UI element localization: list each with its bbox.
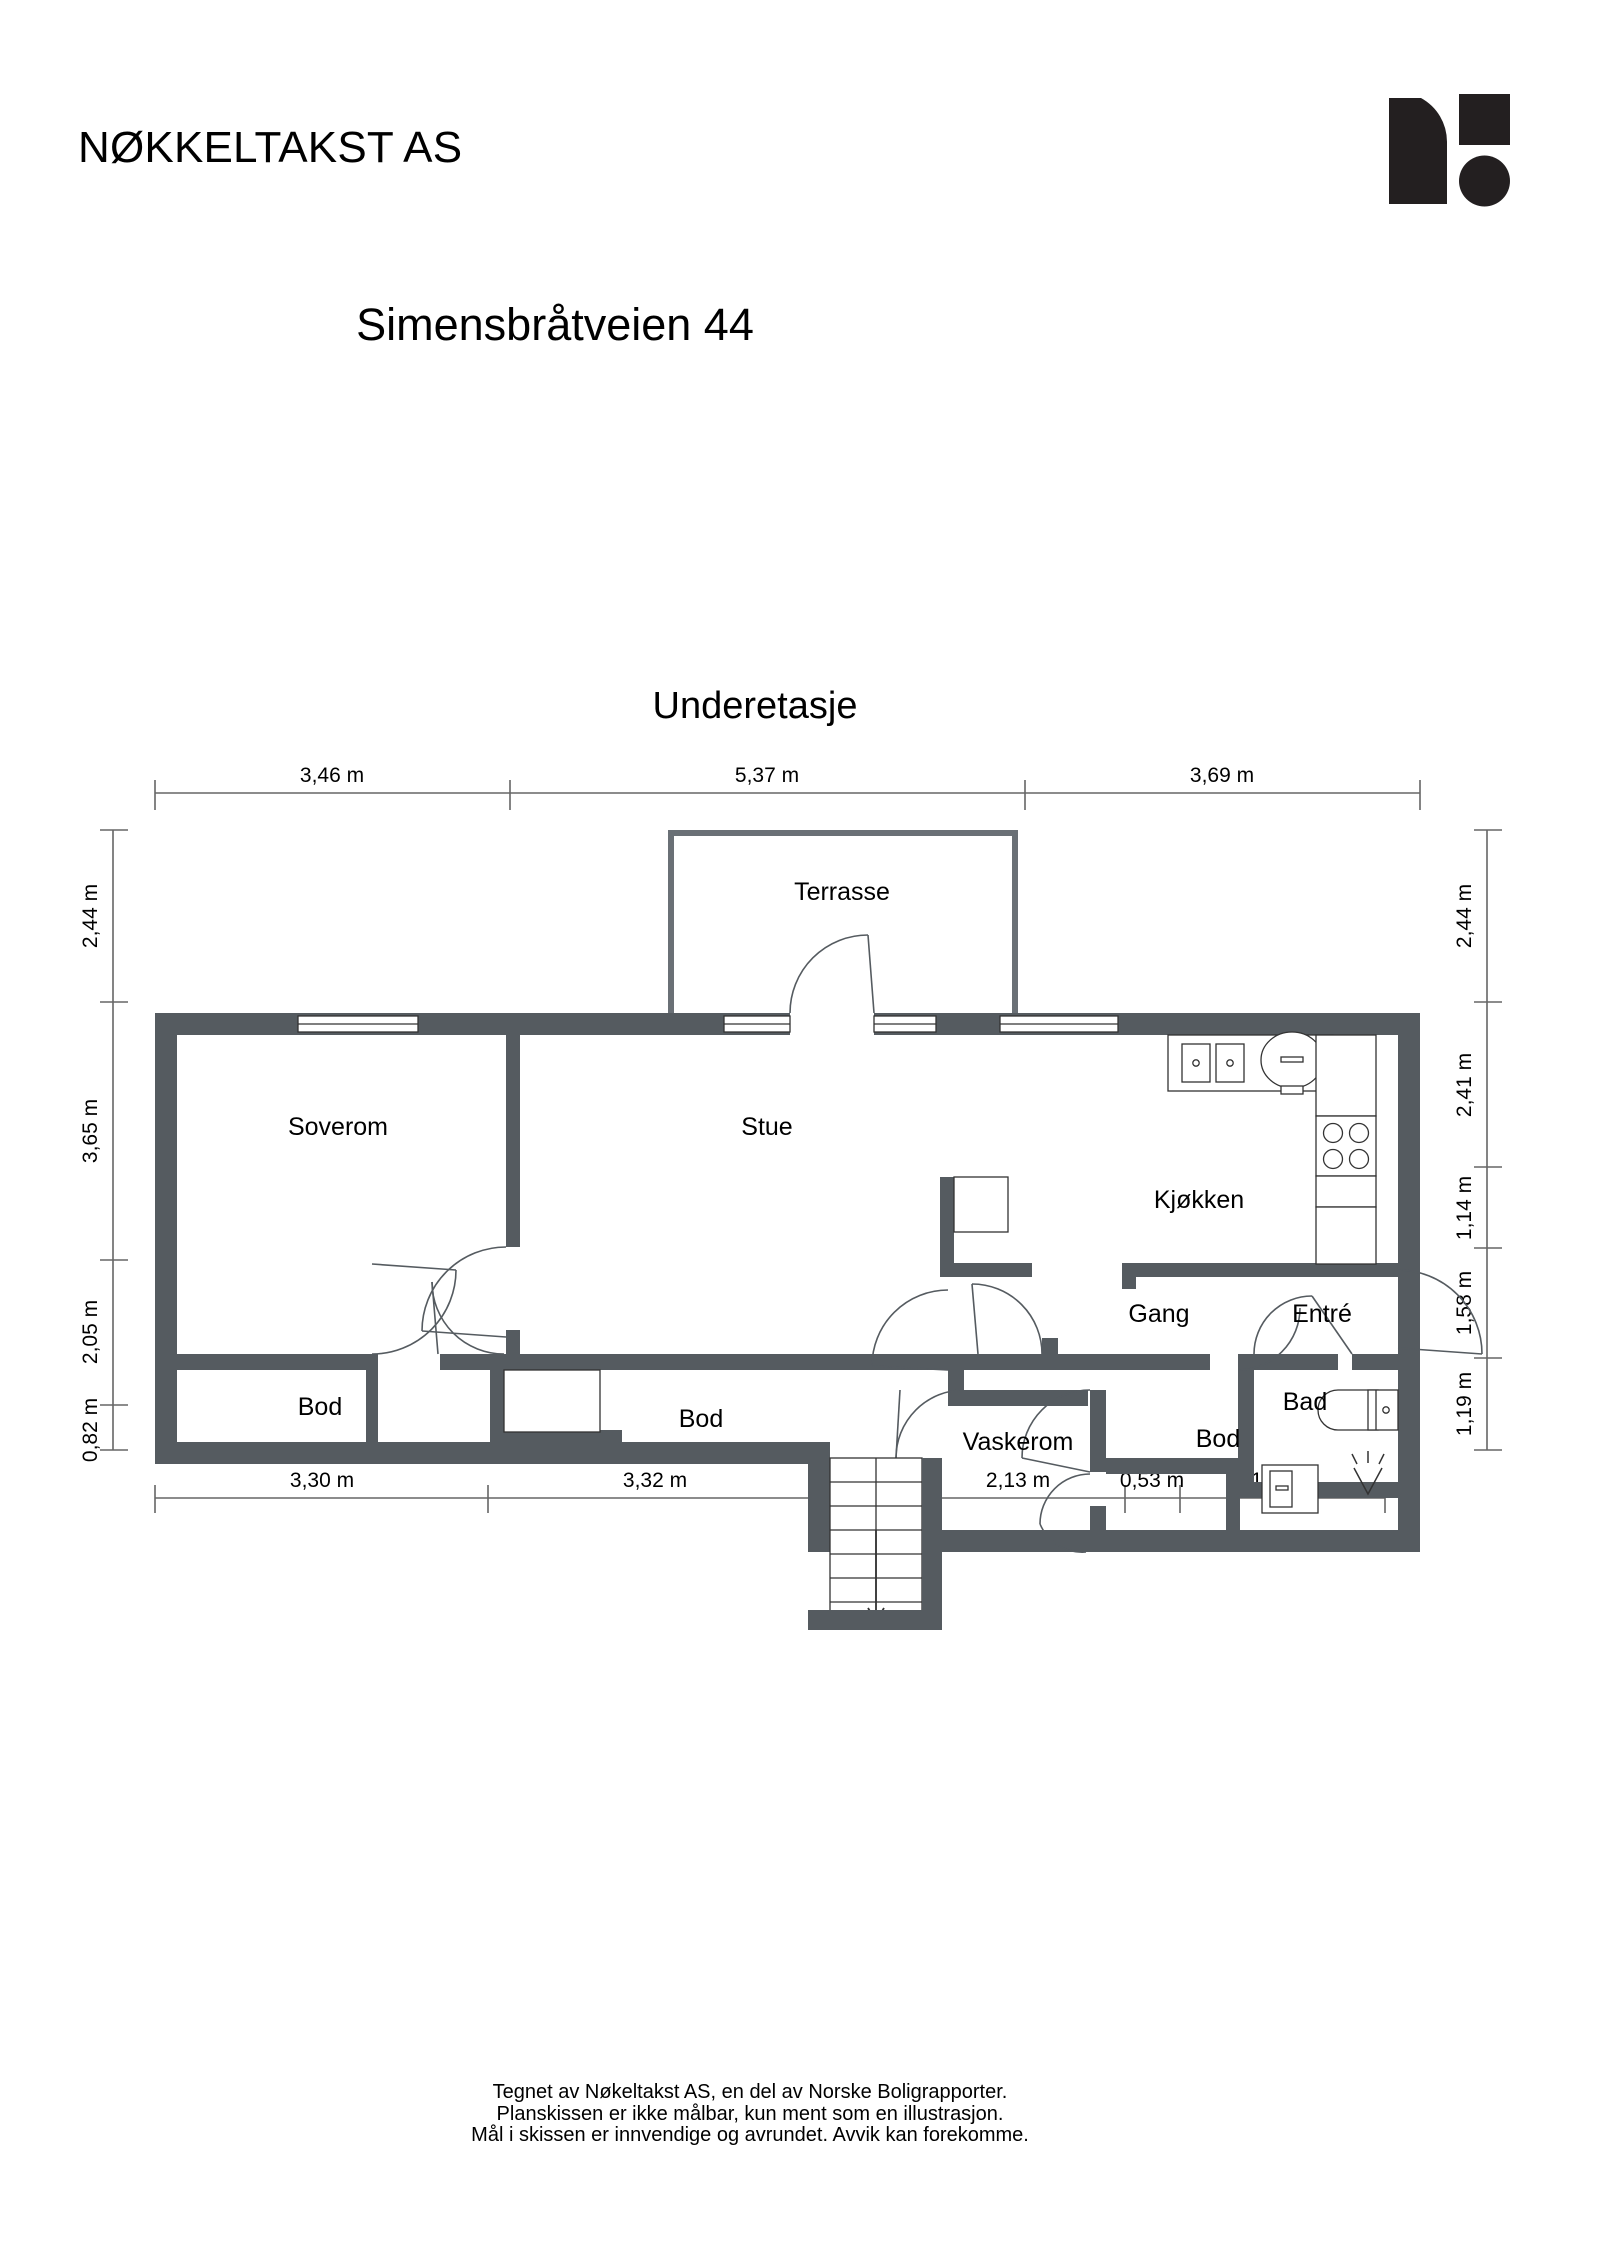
door-stue-bod2: [431, 1281, 505, 1355]
stove-icon: [1315, 1034, 1377, 1265]
closet-box: [503, 1369, 601, 1433]
staircase-walls: [808, 1458, 942, 1630]
door-entre-exterior: [1397, 1269, 1483, 1355]
doors: [371, 1246, 1483, 1553]
company-name: NØKKELTAKST AS: [78, 123, 463, 172]
footer-line-2: Planskissen er ikke målbar, kun ment som…: [496, 2102, 1004, 2125]
room-label-soverom: Soverom: [288, 1113, 388, 1141]
dim-top-1: 3,46 m: [300, 764, 364, 787]
windows: [297, 1015, 1119, 1033]
door-vaskerom-bod3-upper: [1021, 1389, 1091, 1473]
page-footer: Tegnet av Nøkeltakst AS, en del av Norsk…: [0, 2081, 1600, 2147]
dim-bottom-4: 2,13 m: [986, 1469, 1050, 1492]
room-labels: Terrasse Soverom Stue Kjøkken Gang Entré…: [288, 878, 1352, 1456]
window-soverom: [297, 1015, 419, 1033]
room-label-terrasse: Terrasse: [794, 878, 890, 906]
dimension-chain-right: [1474, 829, 1502, 1451]
dimension-labels-left: 2,44 m 3,65 m 2,05 m 0,82 m: [79, 884, 102, 1462]
staircase-icon: [829, 1457, 923, 1629]
room-label-vaskerom: Vaskerom: [963, 1428, 1074, 1456]
nokkeltakst-logo: [1389, 94, 1510, 207]
bathroom-fixtures: [1261, 1389, 1399, 1514]
room-label-entre: Entré: [1292, 1300, 1352, 1328]
sink-icon: [1167, 1031, 1334, 1095]
dimension-chain-top: [154, 780, 1421, 810]
door-soverom-bod: [371, 1263, 457, 1355]
floorplan-drawing: 3,46 m 5,37 m 3,69 m 2,44 m 3,65 m 2,05 …: [79, 764, 1502, 1630]
dim-left-4: 0,82 m: [79, 1398, 102, 1462]
footer-line-1: Tegnet av Nøkeltakst AS, en del av Norsk…: [492, 2081, 1008, 2103]
door-entre-bad: [1253, 1295, 1353, 1355]
address-title: Simensbråtveien 44: [356, 299, 754, 350]
room-label-bad: Bad: [1283, 1388, 1327, 1416]
toilet-icon: [1317, 1389, 1399, 1431]
dim-right-1: 2,44 m: [1453, 884, 1476, 948]
floor-heading-label: Underetasje: [652, 685, 858, 727]
door-soverom-stue: [421, 1246, 507, 1338]
door-bad-bod3: [1237, 1307, 1301, 1371]
terrasse-door: [789, 934, 875, 1014]
window-stue-right: [873, 1015, 937, 1033]
door-vaskerom-stairs: [895, 1389, 965, 1459]
floorplan-container: 3,46 m 5,37 m 3,69 m 2,44 m 3,65 m 2,05 …: [0, 730, 1600, 1820]
shower-icon: [1351, 1451, 1385, 1496]
room-label-bod-2: Bod: [679, 1405, 723, 1433]
dim-left-3: 2,05 m: [79, 1300, 102, 1364]
door-stue-gang: [871, 1289, 949, 1371]
window-stue-left: [723, 1015, 791, 1033]
room-label-gang: Gang: [1128, 1300, 1189, 1328]
room-label-stue: Stue: [741, 1113, 792, 1141]
dim-left-1: 2,44 m: [79, 884, 102, 948]
dim-bottom-2: 3,32 m: [623, 1469, 687, 1492]
door-vaskerom-bod3-lower: [1039, 1473, 1091, 1553]
dim-right-5: 1,19 m: [1453, 1372, 1476, 1436]
room-label-bod-3: Bod: [1196, 1425, 1240, 1453]
floor-heading: Underetasje: [0, 685, 1600, 728]
dimension-labels-top: 3,46 m 5,37 m 3,69 m: [300, 764, 1254, 787]
dim-left-2: 3,65 m: [79, 1099, 102, 1163]
counter-stub: [953, 1176, 1009, 1233]
page-header: NØKKELTAKST AS: [0, 0, 1600, 230]
page-title: Simensbråtveien 44: [0, 299, 1600, 351]
dim-bottom-1: 3,30 m: [290, 1469, 354, 1492]
dim-top-3: 3,69 m: [1190, 764, 1254, 787]
door-gang-vestibule: [971, 1283, 1043, 1355]
washbasin-icon: [1261, 1464, 1319, 1514]
room-label-bod-1: Bod: [298, 1393, 342, 1421]
dimension-chain-left: [100, 829, 128, 1451]
room-terrasse: [668, 830, 1018, 1014]
footer-line-3: Mål i skissen er innvendige og avrundet.…: [471, 2124, 1029, 2147]
dim-top-2: 5,37 m: [735, 764, 799, 787]
room-label-kjokken: Kjøkken: [1154, 1186, 1244, 1214]
dim-right-2: 2,41 m: [1453, 1053, 1476, 1117]
dim-right-3: 1,14 m: [1453, 1176, 1476, 1240]
window-kjokken: [999, 1015, 1119, 1033]
terrasse-walls: [668, 830, 1018, 1013]
dim-bottom-5: 0,53 m: [1120, 1469, 1184, 1492]
kitchen-fixtures: [503, 1031, 1377, 1433]
